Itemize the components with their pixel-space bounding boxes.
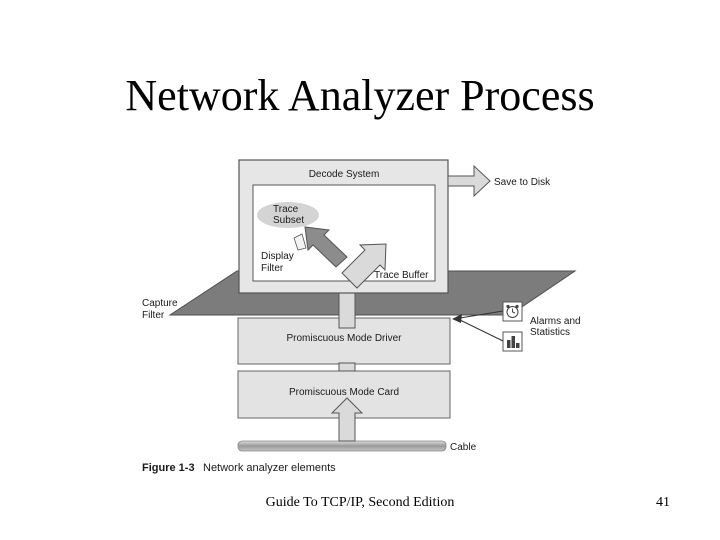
slide-title: Network Analyzer Process (125, 71, 595, 120)
alarms-label-line2: Statistics (530, 327, 570, 338)
save-to-disk-label: Save to Disk (494, 177, 551, 188)
promiscuous-mode-driver-label: Promiscuous Mode Driver (286, 333, 402, 344)
up-arrow-card-to-driver (338, 362, 356, 372)
up-arrow-cable-to-card (330, 397, 364, 442)
cable-label: Cable (450, 442, 477, 453)
trace-subset-ellipse (257, 202, 319, 228)
trace-buffer-arrow (341, 243, 387, 289)
page-number: 41 (656, 495, 670, 510)
statistics-chart-icon (502, 331, 523, 352)
display-filter-arrow (304, 226, 348, 268)
alarms-label-line1: Alarms and (530, 316, 581, 327)
display-filter-label-line1: Display (261, 251, 294, 262)
decode-system-inner-panel (252, 184, 436, 282)
cable (237, 440, 447, 452)
figure-caption: Network analyzer elements (203, 462, 336, 474)
capture-filter-label-line1: Capture (142, 298, 178, 309)
alarms-pointer-arrowhead (452, 314, 462, 323)
alarms-connector-line-2 (459, 319, 504, 342)
display-filter-label-line2: Filter (261, 263, 284, 274)
slide-footer: Guide To TCP/IP, Second Edition (265, 495, 455, 510)
figure-number: Figure 1-3 (142, 462, 195, 474)
decode-system-label: Decode System (309, 169, 380, 180)
trace-subset-label-line1: Trace (273, 204, 299, 215)
save-to-disk-arrow (447, 164, 491, 198)
trace-subset-label-line2: Subset (273, 215, 304, 226)
promiscuous-mode-card-label: Promiscuous Mode Card (289, 387, 399, 398)
alarm-clock-icon (502, 301, 523, 322)
trace-buffer-label: Trace Buffer (374, 270, 429, 281)
display-filter-pointer (293, 233, 307, 251)
alarms-connector-line-1 (459, 310, 504, 319)
capture-filter-label-line2: Filter (142, 310, 165, 321)
